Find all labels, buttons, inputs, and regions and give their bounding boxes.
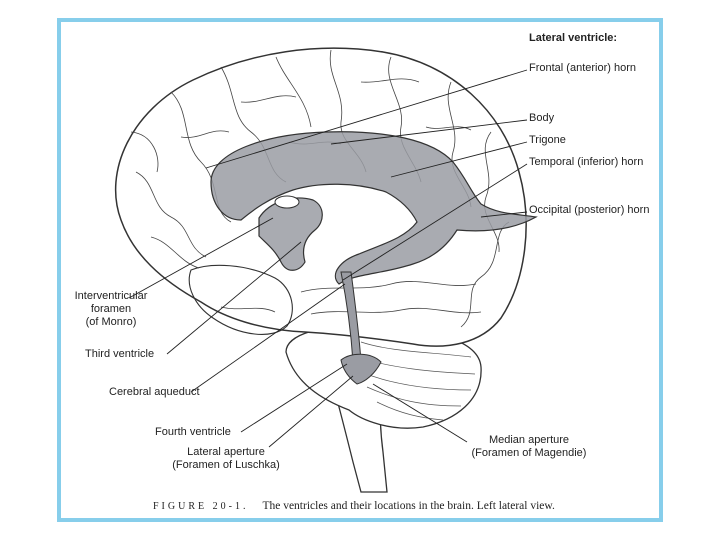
label-lateral-aperture: Lateral aperture (Foramen of Luschka) [161, 446, 291, 472]
label-lateral-aperture-line1: Lateral aperture [187, 446, 265, 458]
brain-ventricles-diagram [114, 47, 538, 493]
interthalamic-adhesion [274, 195, 300, 209]
label-fourth-ventricle: Fourth ventricle [155, 426, 231, 438]
fourth-ventricle-shape [340, 353, 382, 385]
third-ventricle [258, 197, 323, 271]
label-interventricular-foramen: Interventricular foramen (of Monro) [63, 290, 159, 329]
leader-lines [128, 69, 528, 448]
label-median-aperture-line1: Median aperture [488, 434, 570, 446]
temporal-lobe [188, 264, 293, 335]
label-temporal-horn: Temporal (inferior) horn [529, 156, 644, 168]
figure-number: FIGURE 20-1. [153, 501, 249, 512]
figure-caption: FIGURE 20-1. The ventricles and their loc… [153, 500, 555, 512]
label-trigone: Trigone [529, 134, 566, 146]
label-third-ventricle: Third ventricle [85, 348, 155, 360]
label-body: Body [529, 112, 555, 124]
cerebrum-outline [114, 47, 527, 347]
label-median-aperture-line2: (Foramen of Magendie) [471, 447, 587, 459]
figure-frame: Lateral ventricle: Frontal (anterior) ho… [57, 18, 663, 522]
label-interventricular-line3: (of Monro) [85, 316, 137, 328]
lateral-ventricle [210, 131, 538, 285]
label-interventricular-line2: foramen [90, 303, 132, 315]
figure-caption-text: The ventricles and their locations in th… [262, 500, 555, 512]
label-occipital-horn: Occipital (posterior) horn [529, 204, 650, 216]
label-median-aperture: Median aperture (Foramen of Magendie) [467, 434, 591, 460]
label-interventricular-line1: Interventricular [74, 290, 148, 302]
label-lateral-aperture-line2: (Foramen of Luschka) [172, 459, 280, 471]
lateral-ventricle-heading: Lateral ventricle: [529, 32, 618, 44]
label-cerebral-aqueduct: Cerebral aqueduct [109, 386, 200, 398]
label-frontal-horn: Frontal (anterior) horn [529, 62, 636, 74]
